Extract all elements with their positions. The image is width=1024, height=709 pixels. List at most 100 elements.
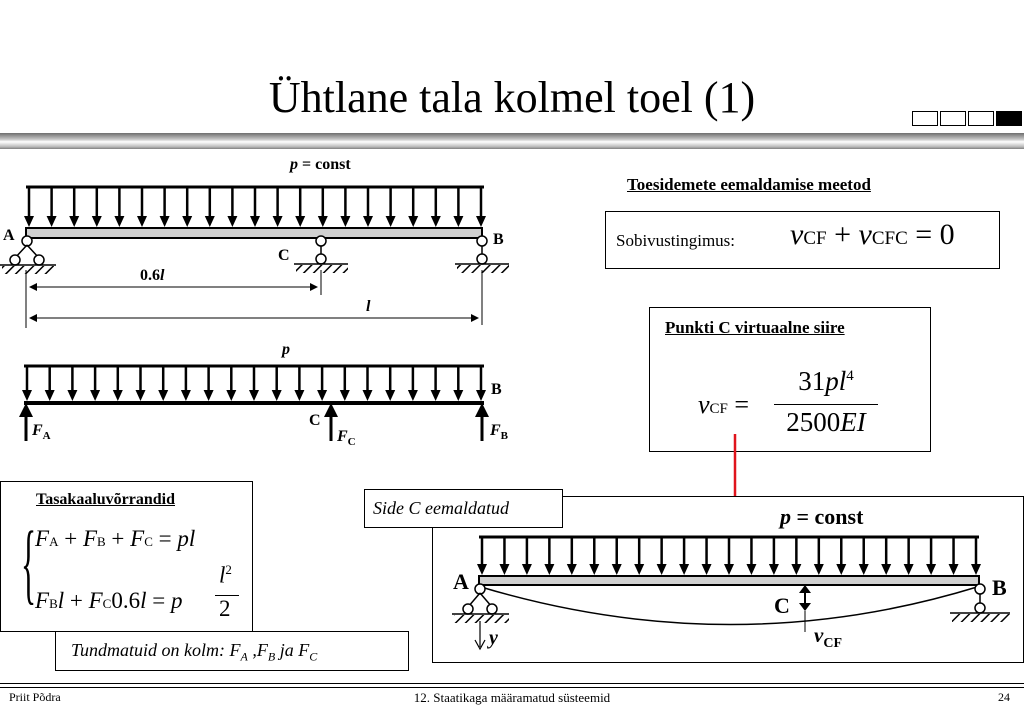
force-fc: FC bbox=[336, 428, 356, 448]
load-arrow-head bbox=[340, 216, 351, 227]
dim-label-short: 0.6l bbox=[140, 267, 165, 284]
load-arrow-head bbox=[858, 564, 869, 575]
label-a: A bbox=[3, 227, 15, 244]
eq2-denominator: 2 bbox=[219, 596, 231, 621]
load-arrow-head bbox=[544, 564, 555, 575]
load-arrow-head bbox=[182, 216, 193, 227]
label-c: C bbox=[278, 247, 290, 264]
load-arrow-head bbox=[204, 216, 215, 227]
load-arrow-head bbox=[114, 216, 125, 227]
removed-label-box: Side C eemaldatud bbox=[364, 489, 563, 528]
equation-1: FA + FB + FC = pl bbox=[35, 526, 196, 551]
equation-2: FBl + FC0.6l = p bbox=[35, 588, 183, 613]
load-arrow-head bbox=[180, 390, 191, 401]
load-arrow-head bbox=[408, 216, 419, 227]
fraction-bar bbox=[774, 404, 878, 405]
load-arrow-head bbox=[91, 216, 102, 227]
nav-square-4[interactable] bbox=[996, 111, 1022, 126]
load-arrow-head bbox=[634, 564, 645, 575]
load-arrow-head bbox=[385, 216, 396, 227]
compatibility-box: Sobivustingimus: vCF + vCFC = 0 bbox=[605, 211, 1000, 269]
equilibrium-box: Tasakaaluvõrrandid { FA + FB + FC = pl F… bbox=[0, 481, 253, 632]
roller-support-c bbox=[294, 235, 348, 273]
load-arrow-head bbox=[135, 390, 146, 401]
load-arrow-head bbox=[566, 564, 577, 575]
removed-label-a: A bbox=[453, 569, 469, 594]
load-label-removed: p = const bbox=[778, 504, 864, 529]
load-arrow-head bbox=[453, 216, 464, 227]
method-heading: Toesidemete eemaldamise meetod bbox=[627, 175, 871, 194]
virtual-numerator: 31pl4 bbox=[798, 366, 854, 396]
nav-square-3[interactable] bbox=[968, 111, 994, 126]
load-arrow-head bbox=[836, 564, 847, 575]
load-arrow-head bbox=[881, 564, 892, 575]
compatibility-equation: vCF + vCFC = 0 bbox=[790, 218, 955, 251]
load-arrow-head bbox=[272, 216, 283, 227]
label-b: B bbox=[493, 231, 504, 248]
load-arrow-head bbox=[294, 390, 305, 401]
load-arrow-head bbox=[521, 564, 532, 575]
deflection-label: vCF bbox=[814, 623, 842, 651]
load-arrow-head bbox=[453, 390, 464, 401]
equilibrium-heading: Tasakaaluvõrrandid bbox=[36, 491, 176, 508]
reaction-arrow-b bbox=[475, 403, 489, 441]
load-arrow-head bbox=[791, 564, 802, 575]
virtual-displacement-box: Punkti C virtuaalne siire vCF = 31pl4 25… bbox=[649, 307, 931, 452]
load-arrow-head bbox=[159, 216, 170, 227]
beam-removed bbox=[478, 575, 980, 586]
load-arrow-head bbox=[158, 390, 169, 401]
load-arrow-head bbox=[589, 564, 600, 575]
load-arrow-head bbox=[90, 390, 101, 401]
fbd-label-c: C bbox=[309, 412, 321, 429]
removed-label-b: B bbox=[992, 575, 1007, 600]
eq2-numerator: l2 bbox=[219, 562, 232, 588]
load-arrow-head bbox=[407, 390, 418, 401]
load-arrow-head bbox=[203, 390, 214, 401]
load-arrow-head bbox=[67, 390, 78, 401]
deflected-shape bbox=[480, 586, 978, 626]
load-arrow-head bbox=[430, 390, 441, 401]
load-arrow-head bbox=[476, 390, 486, 401]
load-arrow-head bbox=[317, 216, 328, 227]
load-arrow-head bbox=[813, 564, 824, 575]
virtual-denominator: 2500EI bbox=[786, 407, 866, 437]
roller-support-b-removed bbox=[950, 583, 1010, 622]
load-arrow-head bbox=[768, 564, 779, 575]
load-arrow-head bbox=[226, 390, 237, 401]
load-arrow-head bbox=[44, 390, 55, 401]
load-arrow-head bbox=[430, 216, 441, 227]
free-body-diagram: p B C FA FC FB bbox=[19, 341, 509, 448]
load-arrow-head bbox=[249, 390, 259, 401]
beam-diagram-top: p = const A B C 0.6l l bbox=[0, 156, 509, 328]
load-arrow-head bbox=[137, 216, 147, 227]
fbd-label-b: B bbox=[491, 381, 502, 398]
nav-square-2[interactable] bbox=[940, 111, 966, 126]
load-arrow-head bbox=[948, 564, 959, 575]
distributed-load-arrows bbox=[24, 187, 486, 227]
reaction-arrow-a bbox=[19, 403, 33, 441]
load-arrow-head bbox=[611, 564, 622, 575]
load-arrow-head bbox=[362, 390, 373, 401]
beam bbox=[25, 227, 483, 239]
deflection-arrow-c bbox=[799, 585, 811, 632]
load-arrow-head bbox=[250, 216, 260, 227]
footer-page-number: 24 bbox=[998, 690, 1010, 704]
pin-support-a-removed bbox=[452, 583, 509, 623]
load-arrow-head bbox=[112, 390, 123, 401]
nav-square-1[interactable] bbox=[912, 111, 938, 126]
dim-label-long: l bbox=[366, 298, 371, 315]
load-arrow-head bbox=[227, 216, 238, 227]
distributed-load-arrows-removed bbox=[477, 537, 981, 575]
brace-glyph: { bbox=[21, 514, 37, 613]
force-fa: FA bbox=[31, 422, 51, 442]
removed-label: Side C eemaldatud bbox=[373, 498, 509, 518]
removed-label-c: C bbox=[774, 593, 790, 618]
load-arrow-head bbox=[746, 564, 757, 575]
load-arrow-head bbox=[656, 564, 667, 575]
load-arrow-head bbox=[679, 564, 690, 575]
footer-author: Priit Põdra bbox=[9, 690, 61, 704]
compatibility-label: Sobivustingimus: bbox=[616, 231, 736, 250]
load-label-top: p = const bbox=[288, 156, 351, 173]
force-fb: FB bbox=[489, 422, 509, 442]
load-arrow-head bbox=[363, 216, 373, 227]
